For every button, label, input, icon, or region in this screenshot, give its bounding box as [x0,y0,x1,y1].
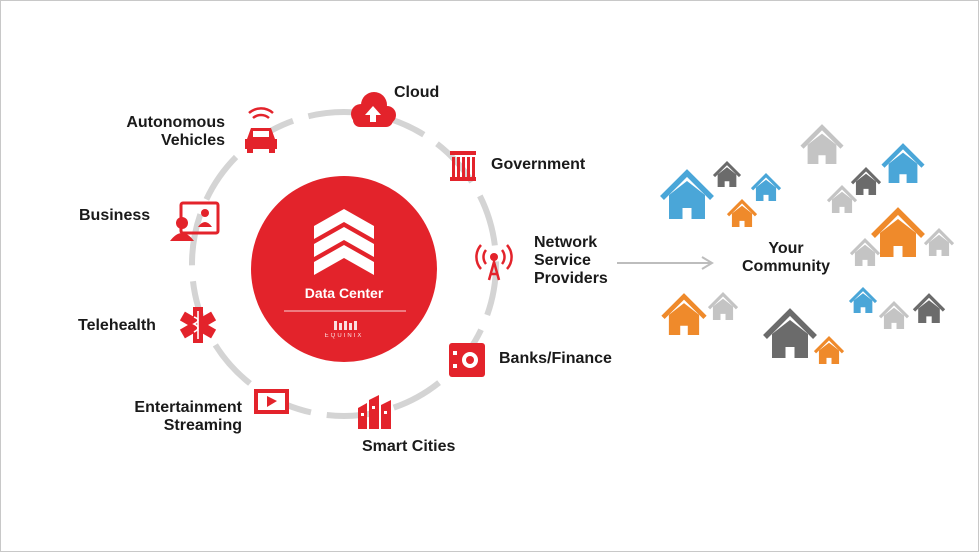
house-icon [712,160,742,187]
buildings-icon [358,395,391,429]
label-entertainment-line-1: Entertainment [134,399,242,416]
label-entertainment-line-2: Streaming [163,417,242,434]
antenna-icon [475,244,513,281]
house-icon [750,173,782,201]
house-icon [661,293,707,335]
community-houses [660,124,955,364]
house-icon [848,286,878,313]
label-network-line-3: Providers [534,270,608,287]
ecosystem-ring [189,109,499,419]
label-autonomous-line-1: Autonomous [126,114,225,131]
label-smart-cities: Smart Cities [362,438,456,455]
label-telehealth: Telehealth [78,317,156,334]
label-community-line-2: Community [742,258,830,275]
house-icon [800,124,844,164]
presenter-icon [170,201,220,241]
house-icon [849,238,881,266]
house-icon [660,169,714,219]
play-screen-icon [254,389,289,414]
data-center-logo-icon [314,209,374,275]
medical-star-icon [179,307,217,343]
label-entertainment-streaming: Entertainment Streaming [101,399,242,435]
house-icon [726,199,758,227]
government-columns-icon [450,151,476,181]
label-network-service-providers: Network Service Providers [534,234,608,288]
label-network-line-2: Service [534,252,591,269]
house-icon [707,292,739,320]
house-icon [813,336,845,364]
house-icon [912,293,946,323]
car-wifi-icon [245,107,277,153]
data-center-title: Data Center [304,285,384,301]
house-icon [871,207,925,257]
house-icon [881,143,925,183]
equinix-logo-icon [334,321,357,330]
house-icon [763,308,817,358]
label-banks-finance: Banks/Finance [499,350,612,367]
label-cloud: Cloud [394,84,440,101]
label-business: Business [79,207,151,224]
equinix-logo-text: EQUINIX [324,333,364,339]
arrow-to-community [617,256,714,270]
label-network-line-1: Network [534,234,598,251]
label-your-community: Your Community [726,240,846,276]
label-community-line-1: Your [768,240,804,257]
house-icon [923,228,955,256]
cloud-upload-icon [351,92,396,127]
house-icon [878,301,910,329]
label-autonomous-vehicles: Autonomous Vehicles [101,114,225,150]
label-government: Government [491,156,586,173]
house-icon [850,167,882,195]
safe-icon [449,343,485,377]
data-center-circle [251,176,437,362]
house-icon [826,185,858,213]
label-autonomous-line-2: Vehicles [160,132,225,149]
